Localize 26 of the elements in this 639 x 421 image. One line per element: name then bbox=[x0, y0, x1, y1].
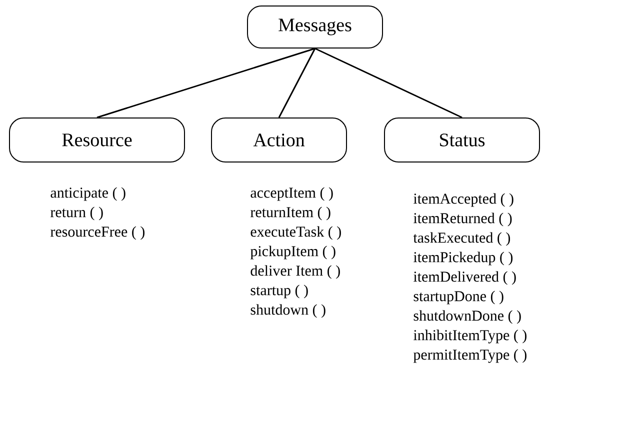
category-box: Resource bbox=[9, 118, 185, 162]
method-name: anticipate ( ) bbox=[50, 187, 126, 201]
method-name: inhibitItemType ( ) bbox=[414, 330, 526, 344]
method-name: permitItemType ( ) bbox=[413, 349, 526, 363]
category-box: Status bbox=[384, 118, 540, 162]
method-name: returnItem ( ) bbox=[250, 206, 330, 220]
method-name: deliver Item ( ) bbox=[250, 265, 340, 279]
category-box: Messages bbox=[247, 6, 383, 48]
method-name: shutdownDone ( ) bbox=[414, 310, 521, 324]
method-name: pickupItem ( ) bbox=[250, 246, 336, 260]
method-name: startup ( ) bbox=[250, 284, 308, 298]
method-name: shutdown ( ) bbox=[250, 304, 326, 318]
method-name: return ( ) bbox=[50, 206, 103, 220]
method-name: resourceFree ( ) bbox=[50, 226, 144, 240]
method-name: taskExecuted ( ) bbox=[413, 232, 510, 246]
method-name: itemDelivered ( ) bbox=[414, 271, 516, 285]
method-name: acceptItem ( ) bbox=[250, 187, 333, 201]
connector-line bbox=[314, 48, 462, 118]
method-name: itemReturned ( ) bbox=[414, 212, 512, 226]
connector-line bbox=[96, 48, 316, 118]
method-name: itemAccepted ( ) bbox=[414, 193, 514, 207]
method-name: itemPickedup ( ) bbox=[414, 252, 513, 266]
category-box: Action bbox=[211, 118, 347, 162]
connector-line bbox=[278, 48, 316, 118]
method-name: executeTask ( ) bbox=[250, 226, 341, 240]
method-name: startupDone ( ) bbox=[414, 290, 504, 304]
